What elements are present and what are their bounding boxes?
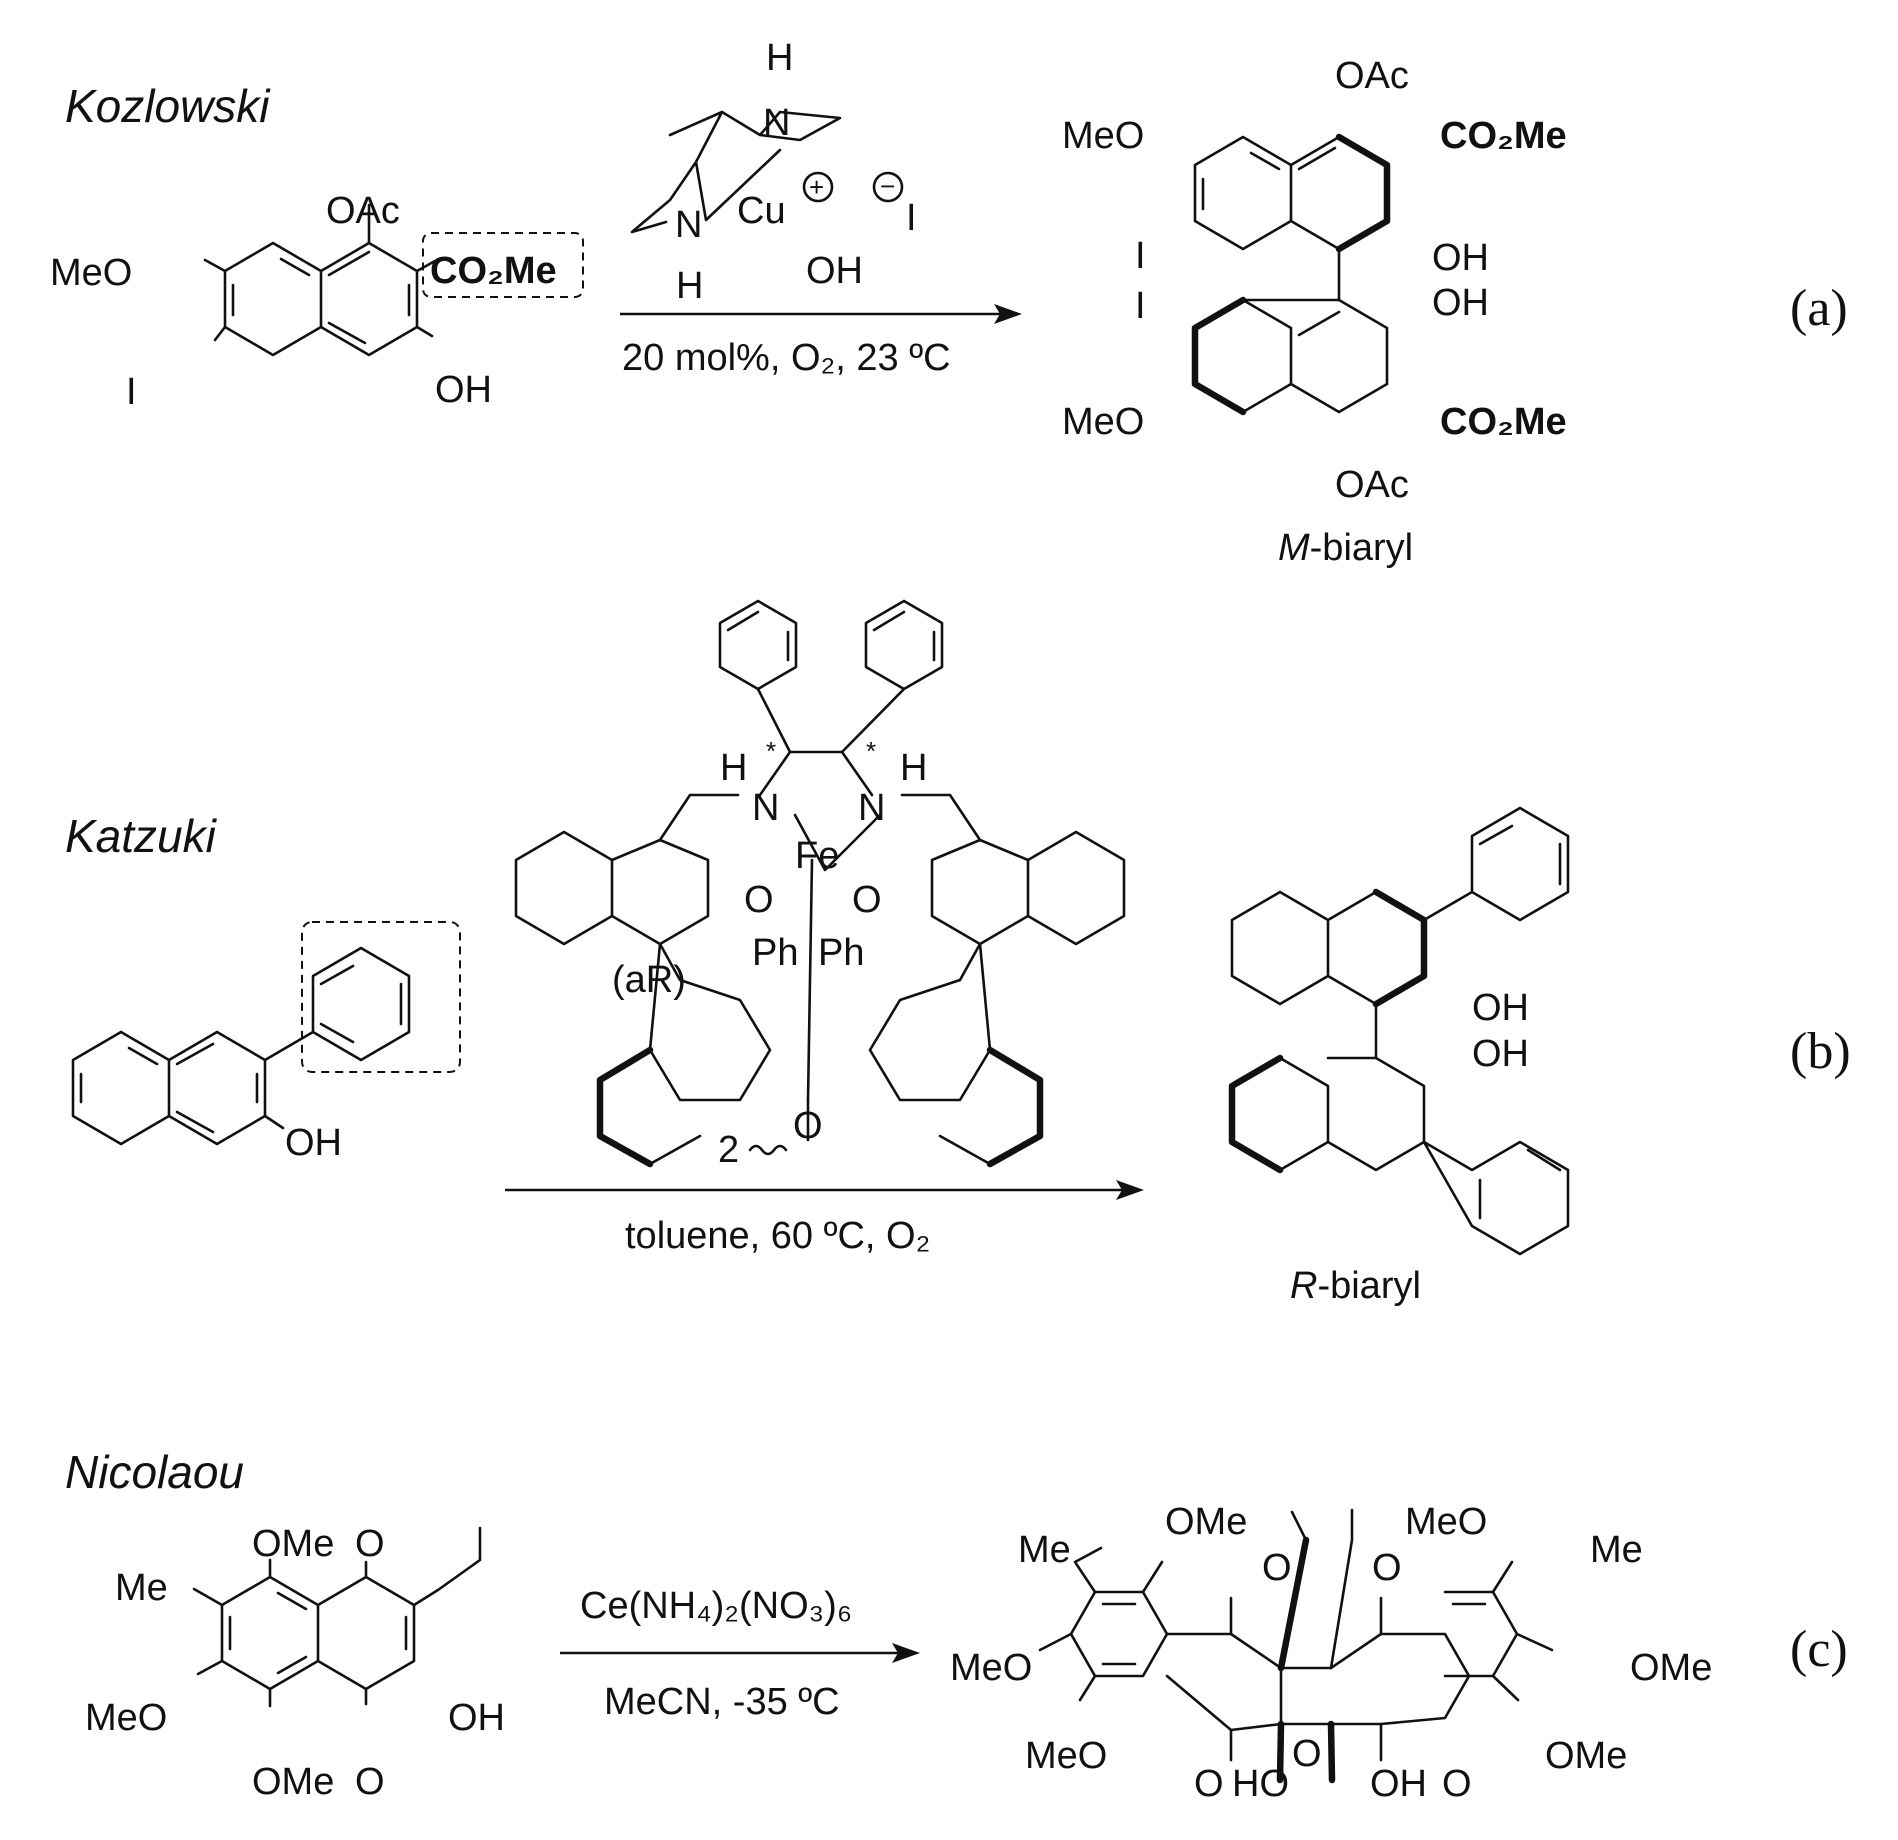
scheme-b-product: OH OH xyxy=(1228,806,1570,1256)
product-o3: O xyxy=(1194,1763,1224,1805)
product-me-left: Me xyxy=(1018,1529,1071,1571)
product-o4: O xyxy=(1442,1763,1472,1805)
scheme-a-starting-material: OAc MeO CO₂Me I OH xyxy=(50,190,584,413)
catalyst-o-left: O xyxy=(744,879,774,921)
product-me-right: Me xyxy=(1590,1529,1643,1571)
scheme-c-product: Me OMe O MeO Me O MeO OMe MeO OMe O O HO… xyxy=(950,1501,1712,1805)
product-oh-bottom: OH xyxy=(1472,1033,1529,1075)
catalyst-iodide: I xyxy=(906,197,917,239)
catalyst-h-left: H xyxy=(720,747,747,789)
product-oh: OH xyxy=(1370,1763,1427,1805)
product-ome-right: OMe xyxy=(1630,1647,1712,1689)
catalyst-ph-left: Ph xyxy=(752,932,798,974)
product-meo-top: MeO xyxy=(1062,115,1144,157)
catalyst-plus: + xyxy=(809,172,824,202)
scheme-a-arrow xyxy=(620,304,1022,324)
sm-meo: MeO xyxy=(85,1697,167,1739)
product-iodo-top: I xyxy=(1135,235,1146,277)
scheme-c-reagent: Ce(NH₄)₂(NO₃)₆ xyxy=(580,1585,852,1627)
oh-label: OH xyxy=(435,369,492,411)
product-ome-right-bottom: OMe xyxy=(1545,1735,1627,1777)
author-katzuki: Katzuki xyxy=(65,810,218,862)
catalyst-o-right: O xyxy=(852,879,882,921)
product-oh-top: OH xyxy=(1472,987,1529,1029)
catalyst-ph-right: Ph xyxy=(818,932,864,974)
catalyst-n-left: N xyxy=(675,204,702,246)
catalyst-oh: OH xyxy=(806,250,863,292)
scheme-a-product: OAc MeO CO₂Me I OH I OH MeO CO₂Me OAc xyxy=(1062,55,1567,506)
product-iodo-bottom: I xyxy=(1135,285,1146,327)
scheme-tag-a: (a) xyxy=(1790,280,1848,337)
product-oac-bottom: OAc xyxy=(1335,464,1409,506)
catalyst-h-bottom: H xyxy=(676,265,703,307)
product-o1: O xyxy=(1262,1547,1292,1589)
product-co2me-bottom: CO₂Me xyxy=(1440,401,1567,443)
author-nicolaou: Nicolaou xyxy=(65,1446,244,1498)
author-kozlowski: Kozlowski xyxy=(65,80,271,132)
scheme-tag-b: (b) xyxy=(1790,1023,1851,1080)
product-meo-left: MeO xyxy=(950,1647,1032,1689)
scheme-tag-c: (c) xyxy=(1790,1621,1848,1678)
product-ho: HO xyxy=(1232,1763,1289,1805)
scheme-a-conditions: 20 mol%, O₂, 23 ºC xyxy=(622,337,951,379)
catalyst-o-axial: O xyxy=(793,1105,823,1147)
sm-o-top: O xyxy=(355,1523,385,1565)
scheme-c-starting-material: OMe O Me MeO OH OMe O xyxy=(85,1523,505,1803)
catalyst-minus: − xyxy=(880,171,895,201)
catalyst-h-right: H xyxy=(900,747,927,789)
catalyst-n-right: N xyxy=(858,787,885,829)
catalyst-n-left: N xyxy=(752,787,779,829)
m-biaryl-label: M-biaryl xyxy=(1278,527,1413,569)
scheme-b-catalyst: H * * H N N Fe O O Ph Ph (aR) O 2 xyxy=(514,599,1126,1171)
co2me-label: CO₂Me xyxy=(430,250,557,292)
product-oh-top: OH xyxy=(1432,237,1489,279)
iodo-label: I xyxy=(126,371,137,413)
scheme-c-arrow xyxy=(560,1643,920,1663)
catalyst-n-top: N xyxy=(763,102,790,144)
catalyst-h-top: H xyxy=(766,37,793,79)
sm-oh-label: OH xyxy=(285,1122,342,1164)
scheme-a-catalyst: H N N Cu + − I H OH xyxy=(630,37,917,307)
phenyl-highlight-box xyxy=(301,921,461,1073)
catalyst-two: 2 xyxy=(718,1129,739,1171)
meo-label: MeO xyxy=(50,252,132,294)
product-o-ring: O xyxy=(1292,1733,1322,1775)
sm-me: Me xyxy=(115,1567,168,1609)
sm-oh: OH xyxy=(448,1697,505,1739)
co2me-highlight-box xyxy=(422,232,584,298)
product-oac-top: OAc xyxy=(1335,55,1409,97)
product-meo-bottom: MeO xyxy=(1062,401,1144,443)
product-o2: O xyxy=(1372,1547,1402,1589)
scheme-b-conditions: toluene, 60 ºC, O₂ xyxy=(625,1215,930,1257)
catalyst-ar-label: (aR) xyxy=(612,959,686,1001)
sm-ome-bottom: OMe xyxy=(252,1761,334,1803)
oac-label: OAc xyxy=(326,190,400,232)
sm-o-bottom: O xyxy=(355,1761,385,1803)
catalyst-fe: Fe xyxy=(795,835,839,877)
catalyst-star-left: * xyxy=(766,736,776,766)
r-biaryl-label: R-biaryl xyxy=(1290,1265,1421,1307)
scheme-b-starting-material: OH xyxy=(71,921,461,1164)
product-meo-left-bottom: MeO xyxy=(1025,1735,1107,1777)
product-co2me-top: CO₂Me xyxy=(1440,115,1567,157)
product-oh-bottom: OH xyxy=(1432,282,1489,324)
scheme-b-arrow xyxy=(505,1180,1144,1200)
scheme-c-conditions: MeCN, -35 ºC xyxy=(604,1681,840,1723)
product-ome-left: OMe xyxy=(1165,1501,1247,1543)
sm-ome-top: OMe xyxy=(252,1523,334,1565)
catalyst-star-right: * xyxy=(866,736,876,766)
catalyst-cu: Cu xyxy=(737,190,786,232)
product-meo-right-top: MeO xyxy=(1405,1501,1487,1543)
